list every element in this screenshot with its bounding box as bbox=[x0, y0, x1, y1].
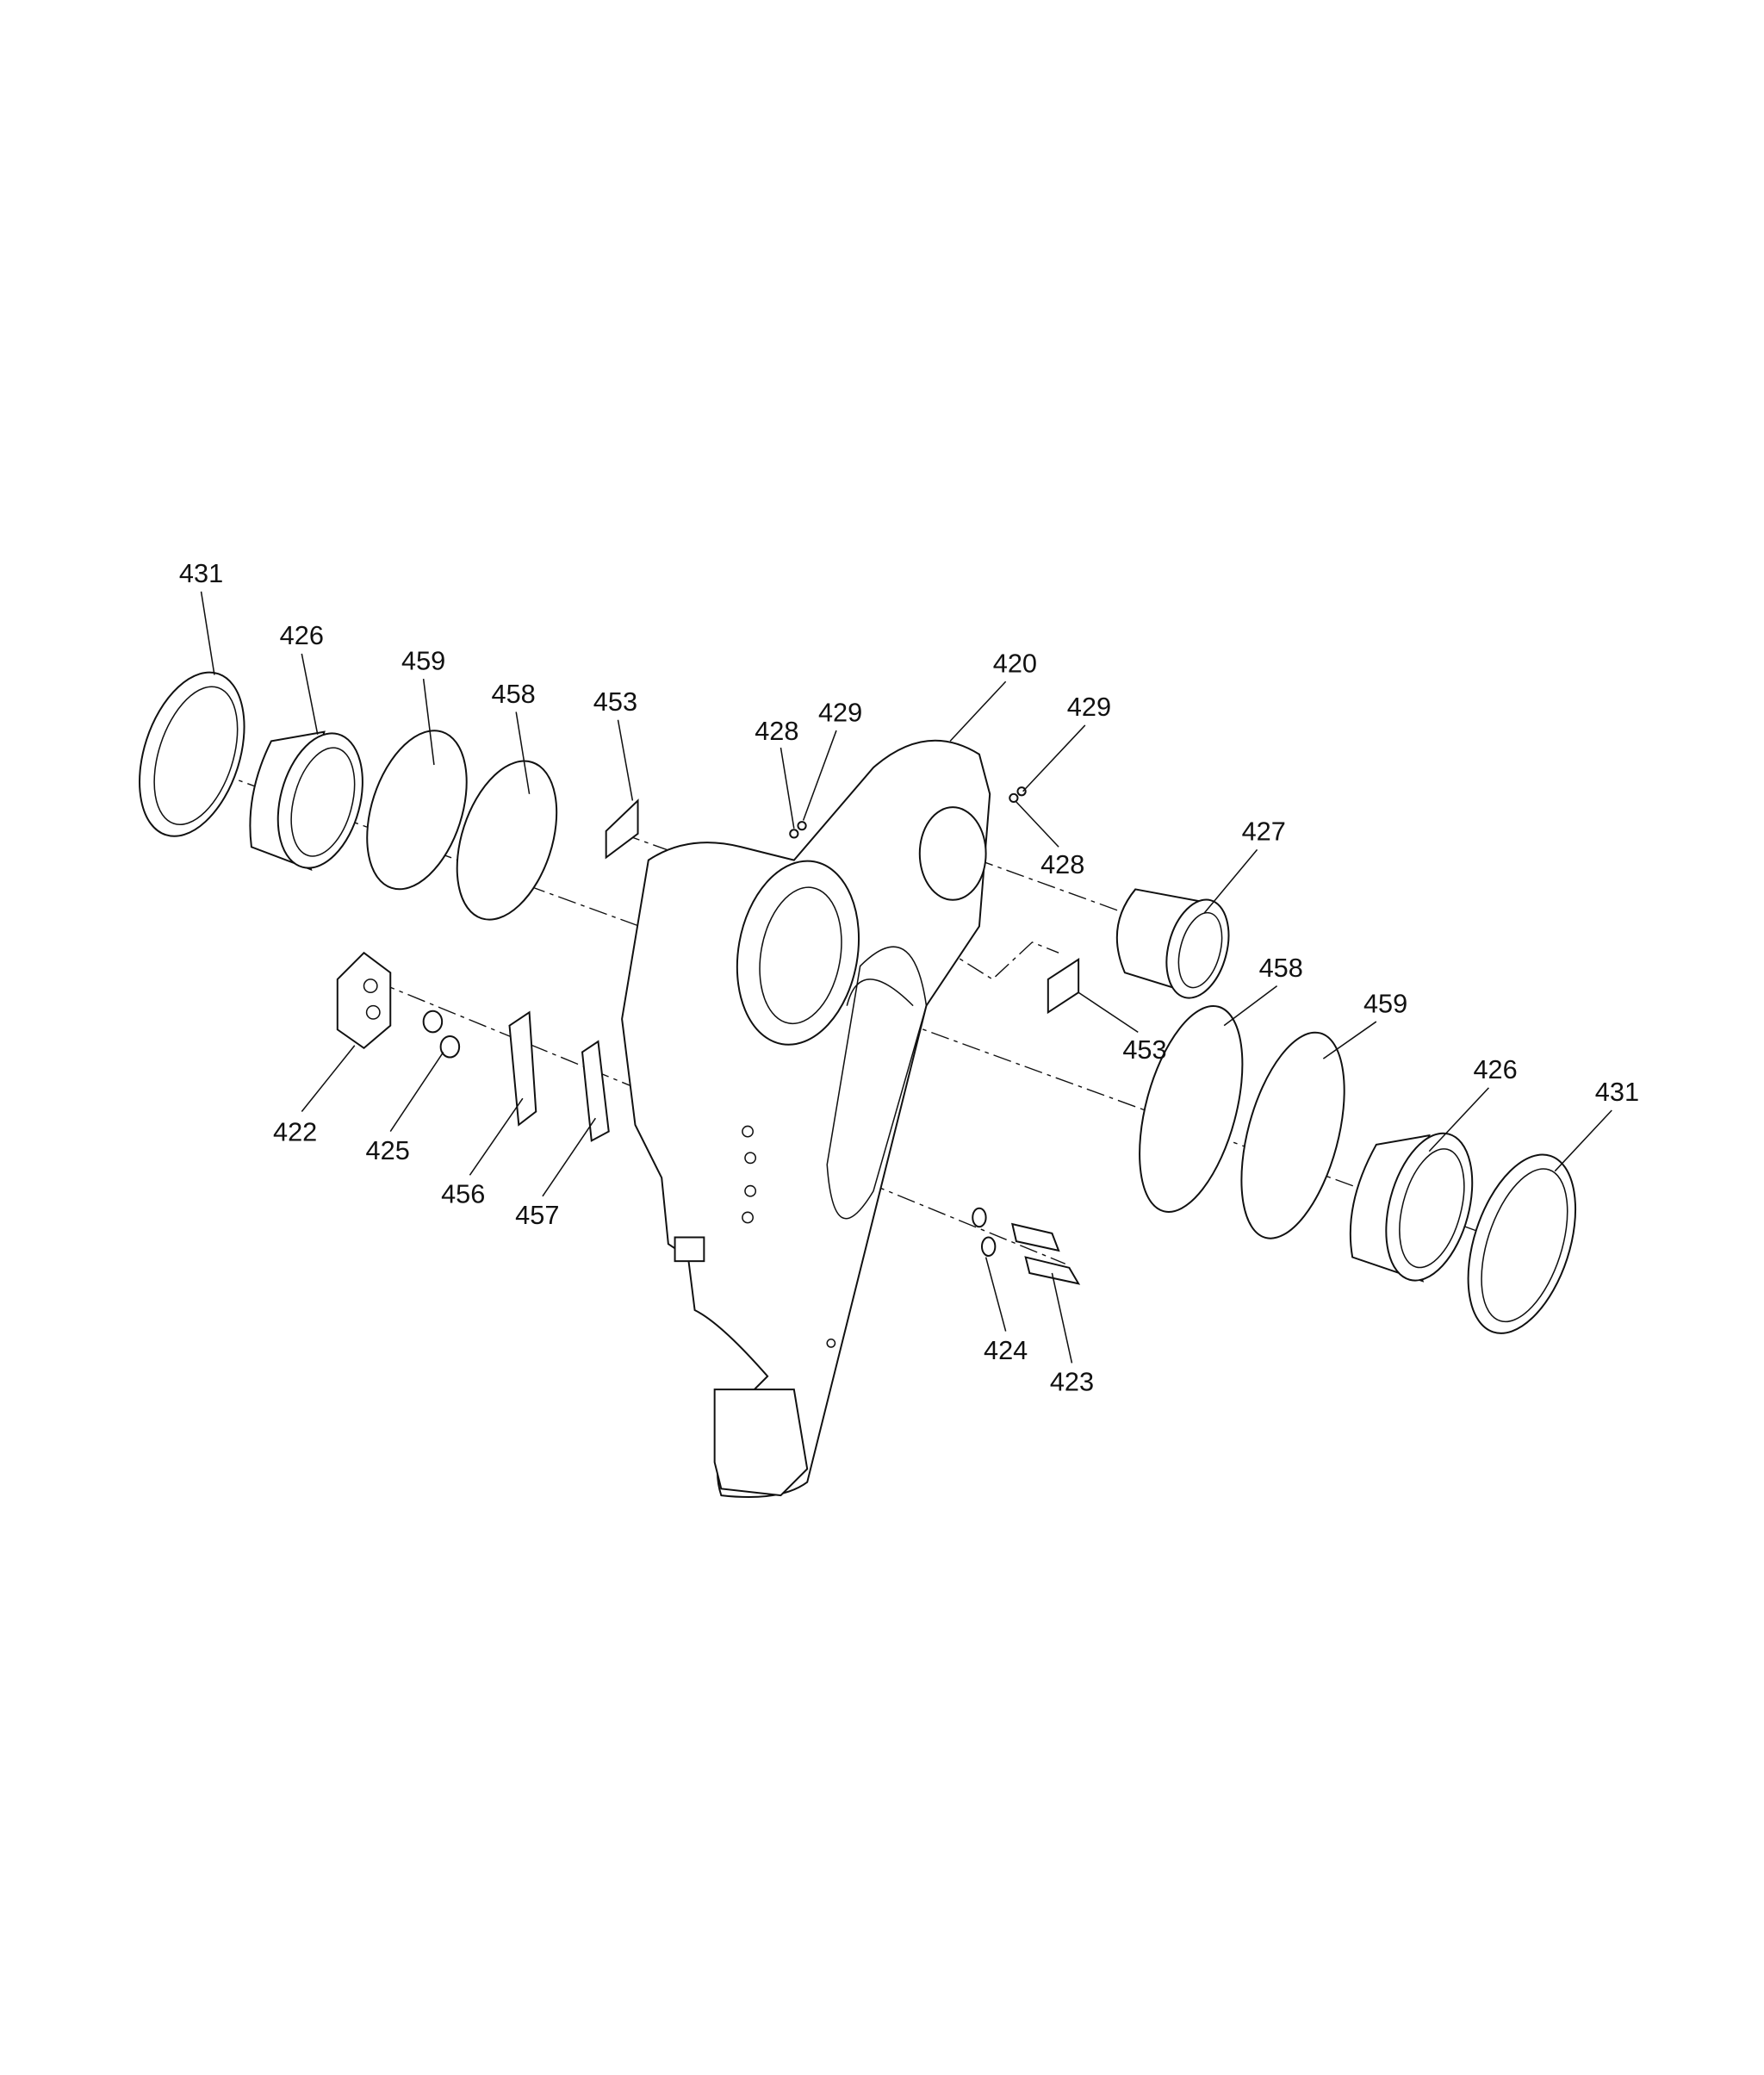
callout-459: 459 bbox=[401, 645, 445, 675]
callout-456: 456 bbox=[441, 1179, 485, 1209]
part-428-left bbox=[789, 829, 799, 839]
callout-426: 426 bbox=[280, 620, 324, 650]
callout-428: 428 bbox=[1040, 849, 1084, 879]
part-458-right bbox=[1139, 1004, 1244, 1213]
callout-457: 457 bbox=[515, 1200, 559, 1230]
callout-429: 429 bbox=[1067, 692, 1111, 722]
part-453-left bbox=[605, 798, 639, 860]
callout-453: 453 bbox=[593, 686, 637, 717]
part-429-right bbox=[1016, 786, 1027, 797]
callout-423: 423 bbox=[1050, 1367, 1094, 1397]
callout-453: 453 bbox=[1122, 1034, 1166, 1065]
callout-458: 458 bbox=[491, 679, 535, 709]
leader-lines bbox=[200, 591, 1612, 1364]
part-422-block bbox=[336, 951, 392, 1050]
callout-429: 429 bbox=[818, 697, 862, 727]
callout-422: 422 bbox=[273, 1116, 317, 1146]
part-424-washer-b bbox=[980, 1236, 997, 1257]
part-429-left bbox=[797, 821, 807, 831]
part-457-shim bbox=[581, 1040, 610, 1142]
part-453-right bbox=[1047, 958, 1080, 1015]
part-456-shim bbox=[508, 1010, 537, 1127]
part-431-left bbox=[139, 671, 245, 837]
callout-459: 459 bbox=[1363, 988, 1407, 1018]
part-424-washer-a bbox=[972, 1207, 987, 1228]
part-431-right bbox=[1467, 1153, 1577, 1334]
callout-431: 431 bbox=[179, 558, 223, 588]
part-427-bushing bbox=[1115, 888, 1230, 999]
part-425-spacer-a bbox=[422, 1010, 444, 1034]
callout-458: 458 bbox=[1259, 953, 1303, 983]
part-426-left bbox=[249, 730, 363, 872]
callout-427: 427 bbox=[1242, 817, 1286, 847]
callout-428: 428 bbox=[755, 716, 798, 746]
part-459-left bbox=[366, 730, 468, 891]
part-423-screw-a bbox=[1010, 1222, 1060, 1252]
callout-425: 425 bbox=[366, 1135, 410, 1165]
part-423-screw-b bbox=[1024, 1256, 1081, 1285]
part-428-right bbox=[1009, 792, 1019, 804]
part-459-right bbox=[1240, 1031, 1345, 1239]
callout-424: 424 bbox=[984, 1335, 1028, 1365]
part-420-main-arm bbox=[621, 739, 991, 1498]
callout-420: 420 bbox=[993, 648, 1037, 678]
part-426-right bbox=[1349, 1132, 1474, 1283]
callout-431: 431 bbox=[1595, 1077, 1639, 1107]
part-425-spacer-b bbox=[439, 1034, 461, 1059]
part-458-left bbox=[456, 760, 558, 921]
callout-426: 426 bbox=[1473, 1054, 1517, 1084]
